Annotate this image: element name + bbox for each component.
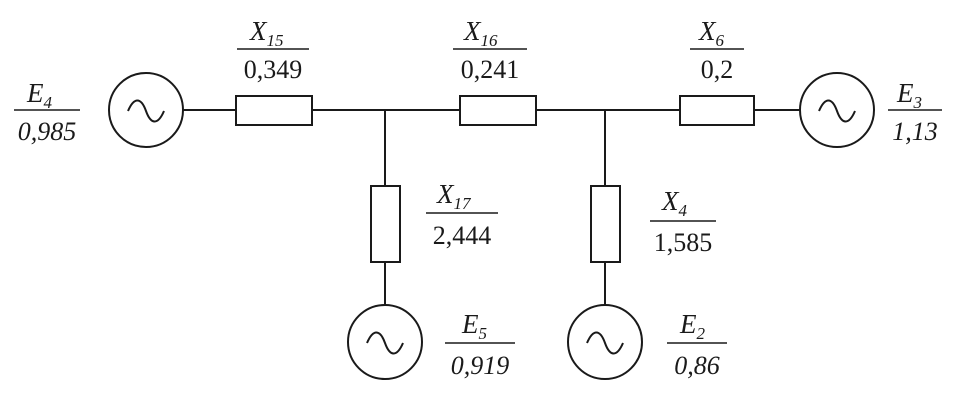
svg-text:X17: X17	[436, 179, 472, 213]
label-subscript: 4	[44, 93, 53, 112]
label-e4: E4 0,985	[14, 78, 80, 146]
label-symbol: E	[896, 78, 914, 108]
label-x4: X4 1,585	[650, 186, 716, 257]
label-symbol: X	[436, 179, 455, 209]
label-symbol: E	[26, 78, 44, 108]
label-symbol: X	[698, 16, 717, 46]
reactance-x16	[459, 95, 537, 126]
label-value: 1,585	[654, 228, 713, 257]
label-value: 0,2	[701, 55, 734, 84]
ac-wave-icon	[127, 99, 165, 123]
generator-e3	[799, 72, 875, 148]
label-subscript: 3	[913, 93, 923, 112]
label-symbol: X	[249, 16, 268, 46]
label-subscript: 4	[679, 201, 688, 220]
svg-text:X15: X15	[249, 16, 284, 50]
label-subscript: 15	[267, 31, 284, 50]
wires	[183, 109, 800, 305]
svg-text:E5: E5	[461, 309, 487, 343]
ac-wave-icon	[586, 331, 624, 355]
label-x16: X16 0,241	[453, 16, 527, 84]
label-subscript: 2	[697, 324, 706, 343]
label-subscript: 6	[716, 31, 725, 50]
label-x17: X17 2,444	[426, 179, 498, 250]
label-value: 0,985	[18, 117, 77, 146]
label-symbol: E	[679, 309, 697, 339]
reactance-x6	[679, 95, 755, 126]
label-subscript: 5	[479, 324, 488, 343]
generator-e2	[567, 304, 643, 380]
label-subscript: 17	[454, 194, 473, 213]
label-value: 0,86	[674, 351, 720, 380]
label-value: 0,241	[461, 55, 520, 84]
generator-e4	[108, 72, 184, 148]
svg-text:E3: E3	[896, 78, 922, 112]
label-symbol: E	[461, 309, 479, 339]
svg-text:X6: X6	[698, 16, 725, 50]
label-value: 1,13	[892, 117, 938, 146]
label-e3: E3 1,13	[888, 78, 942, 146]
label-symbol: X	[661, 186, 680, 216]
label-x15: X15 0,349	[237, 16, 309, 84]
generator-e5	[347, 304, 423, 380]
ac-wave-icon	[818, 99, 856, 123]
label-symbol: X	[463, 16, 482, 46]
label-x6: X6 0,2	[690, 16, 744, 84]
svg-text:X16: X16	[463, 16, 498, 50]
label-value: 0,919	[451, 351, 510, 380]
reactance-x4	[590, 185, 621, 263]
label-e5: E5 0,919	[445, 309, 515, 380]
label-subscript: 16	[481, 31, 499, 50]
label-value: 2,444	[433, 221, 492, 250]
ac-wave-icon	[366, 331, 404, 355]
reactance-x15	[235, 95, 313, 126]
label-e2: E2 0,86	[667, 309, 727, 380]
svg-text:E4: E4	[26, 78, 53, 112]
reactance-x17	[370, 185, 401, 263]
svg-text:E2: E2	[679, 309, 706, 343]
label-value: 0,349	[244, 55, 303, 84]
svg-text:X4: X4	[661, 186, 688, 220]
